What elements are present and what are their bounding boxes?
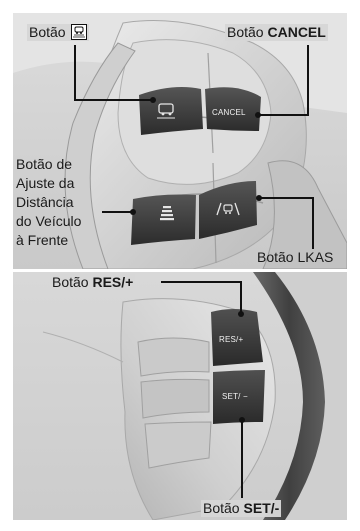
distance-button-shape[interactable]	[139, 87, 203, 135]
callout-lkas-text: Botão LKAS	[257, 249, 334, 265]
top-steering-panel: CANCEL	[13, 13, 347, 269]
leader-arrows-top	[130, 97, 262, 215]
vehicle-distance-icon	[71, 24, 88, 40]
callout-distance-adjust-line: Distância	[16, 194, 74, 210]
cancel-button-shape[interactable]	[205, 87, 261, 131]
res-plus-button-label: RES/+	[219, 335, 243, 344]
callout-distance-adjust-line: Ajuste da	[16, 175, 75, 191]
steering-wheel-illustration-bottom: RES/+ SET/ −	[13, 272, 347, 520]
callout-cancel-bold: CANCEL	[267, 24, 326, 40]
callout-distance-adjust-line: à Frente	[16, 232, 69, 248]
callout-set-bold: SET/-	[243, 500, 280, 516]
cancel-button-label: CANCEL	[212, 108, 246, 117]
callout-set-prefix: Botão	[203, 500, 240, 516]
distance-bars-icon	[160, 206, 174, 221]
callout-distance-icon-button: Botão	[27, 24, 90, 41]
vehicle-distance-icon	[157, 103, 175, 119]
leader-lines-top	[74, 45, 314, 249]
callout-distance-adjust: Botão de Ajuste da Distância do Veículo …	[16, 155, 100, 250]
steering-wheel-illustration-top: CANCEL	[13, 13, 347, 269]
bottom-steering-panel: RES/+ SET/ − Botão RES/+ Botão SET/-	[13, 272, 347, 520]
callout-distance-icon-prefix: Botão	[29, 24, 66, 40]
lkas-icon	[216, 202, 240, 216]
callout-set-minus-button: Botão SET/-	[201, 500, 282, 517]
callout-res-plus-button: Botão RES/+	[50, 274, 136, 291]
callout-cancel-button: Botão CANCEL	[225, 24, 328, 41]
set-minus-button-shape[interactable]	[213, 370, 265, 424]
callout-distance-adjust-line: Botão de	[16, 156, 73, 172]
callout-cancel-prefix: Botão	[227, 24, 264, 40]
callout-res-bold: RES/+	[92, 274, 134, 290]
lkas-button-shape[interactable]	[199, 181, 257, 239]
callout-distance-adjust-line: do Veículo	[16, 213, 82, 229]
callout-res-prefix: Botão	[52, 274, 89, 290]
leader-arrows-bottom	[238, 311, 245, 423]
callout-lkas-button: Botão LKAS	[257, 249, 333, 266]
res-plus-button-shape[interactable]	[211, 309, 263, 366]
set-minus-button-label: SET/ −	[222, 392, 248, 401]
leader-lines-bottom	[161, 281, 243, 498]
